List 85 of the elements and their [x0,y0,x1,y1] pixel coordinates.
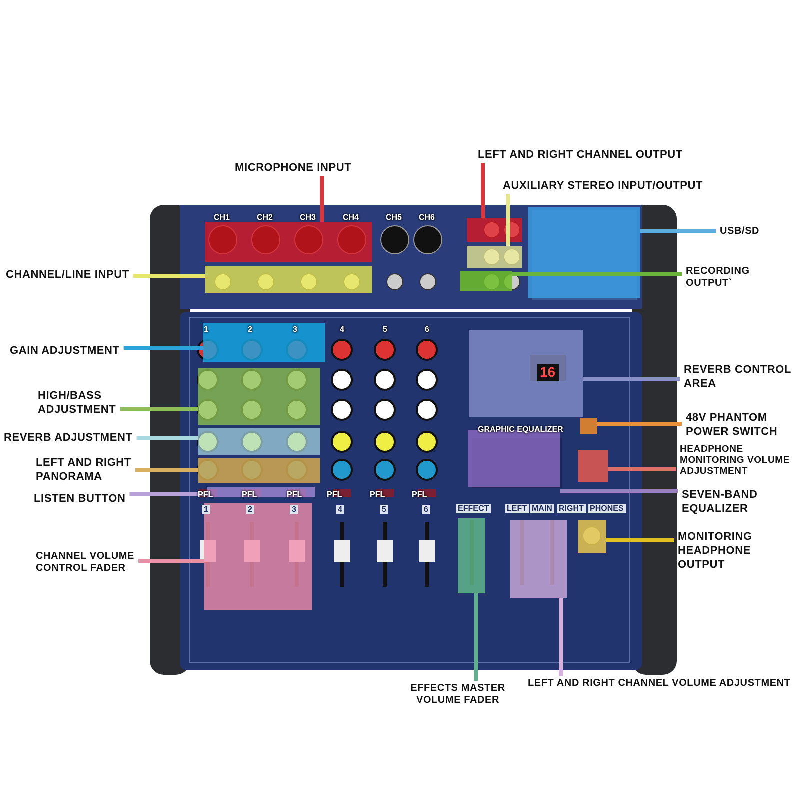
highlight-area [458,518,485,593]
highlight-area [578,450,608,482]
panel-label: 3 [290,505,298,514]
highlight-area [198,428,320,455]
panel-label: CH1 [214,213,230,222]
panel-label: RIGHT [557,504,586,513]
leader-line [320,176,324,222]
callout-label: SEVEN-BAND EQUALIZER [682,488,792,516]
panel-label: LEFT [505,504,529,513]
panel-label: 2 [248,325,252,334]
highlight-area [198,458,320,483]
panel-label: PFL [370,490,386,499]
callout-label: MICROPHONE INPUT [235,161,352,175]
highlight-area [510,520,567,598]
leader-line [124,346,203,350]
callout-label: MONITORING HEADPHONE OUTPUT [678,530,800,572]
leader-line [481,163,485,218]
panel-label: 5 [383,325,388,334]
callout-label: USB/SD [720,226,760,238]
panel-label: EFFECT [456,504,492,513]
panel-label: PHONES [588,504,626,513]
highlight-area [528,207,640,298]
callout-label: LEFT AND RIGHT CHANNEL OUTPUT [478,148,683,162]
leader-line [583,377,680,381]
leader-line [560,489,678,493]
highlight-area [469,330,583,417]
panel-label: CH6 [419,213,436,222]
leader-line [597,422,682,426]
leader-line [133,274,205,278]
highlight-area [204,503,312,610]
leader-line [640,229,716,233]
panel-label: 6 [422,505,430,514]
panel-label: 4 [340,325,344,334]
highlight-area [467,246,522,268]
callout-label: REVERB ADJUSTMENT [4,431,133,445]
panel-label: 1 [202,505,210,514]
leader-line [474,593,478,681]
callout-label: AUXILIARY STEREO INPUT/OUTPUT [503,179,703,193]
callout-label: CHANNEL/LINE INPUT [6,268,130,282]
highlight-area [203,323,325,362]
callout-label: CHANNEL VOLUME CONTROL FADER [36,551,166,575]
leader-line [120,407,198,411]
highlight-area [467,218,522,242]
highlight-area [578,520,606,553]
leader-line [135,468,198,472]
callout-label: GAIN ADJUSTMENT [10,344,120,358]
panel-label: 1 [204,325,208,334]
panel-label: CH4 [343,213,360,222]
callout-label: REVERB CONTROL AREA [684,363,794,391]
panel-label: 4 [336,505,344,514]
leader-line [138,559,204,563]
panel-label: CH2 [257,213,274,222]
panel-label: 3 [293,325,298,334]
callout-label: LEFT AND RIGHT PANORAMA [36,456,136,484]
highlight-area [580,418,597,434]
leader-line [608,467,676,471]
highlight-area [205,222,372,262]
highlight-area [460,271,512,291]
callout-label: HIGH/BASS ADJUSTMENT [38,389,143,417]
leader-line [506,194,510,246]
panel-label: 6 [425,325,430,334]
panel-label: 5 [380,505,388,514]
leader-line [512,272,682,276]
panel-label: GRAPHIC EQUALIZER [478,425,564,434]
callout-label: LEFT AND RIGHT CHANNEL VOLUME ADJUSTMENT [528,678,791,690]
panel-label: CH5 [386,213,402,222]
panel-label: PFL [327,490,342,499]
callout-label: LISTEN BUTTON [34,492,126,506]
panel-label: CH3 [300,213,316,222]
leader-line [559,598,563,676]
panel-label: PFL [242,490,258,499]
leader-line [136,436,198,440]
highlight-area [198,368,320,425]
panel-label: PFL [287,490,302,499]
callout-label: RECORDING OUTPUT` [686,266,786,290]
display-readout: 16 [537,364,559,381]
callout-label: 48V PHANTOM POWER SWITCH [686,411,796,439]
leader-line [606,538,674,542]
callout-label: EFFECTS MASTER VOLUME FADER [398,683,518,707]
panel-label: PFL [412,490,428,499]
panel-label: 2 [246,505,254,514]
callout-label: HEADPHONE MONITORING VOLUME ADJUSTMENT [680,444,800,477]
panel-label: PFL [198,490,214,499]
highlight-area [205,266,372,293]
panel-label: MAIN [530,504,554,513]
